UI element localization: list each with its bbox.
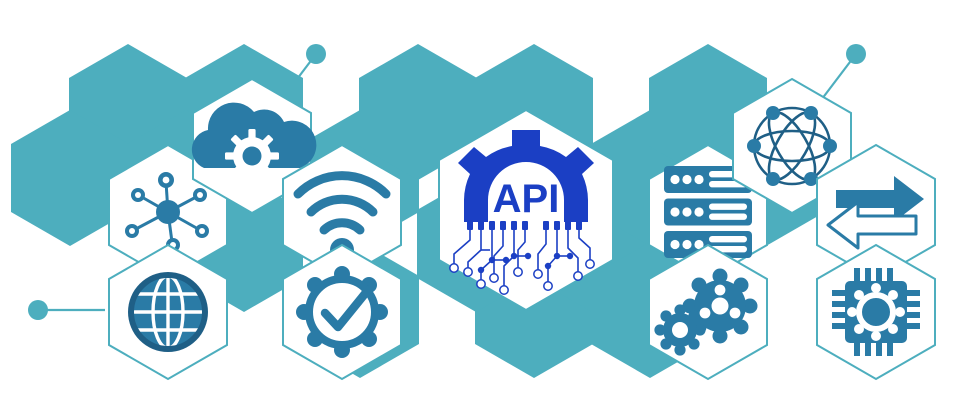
gears-icon [654,268,758,356]
microchip-icon [832,268,920,356]
bg-hex [11,110,129,246]
api-circuit-traces [449,221,595,295]
hex-tile-api-center[interactable]: API [438,108,614,312]
gear-check-icon [296,266,388,358]
globe-icon [128,272,208,352]
bg-hex [359,44,477,180]
api-gear-shape: API [458,130,594,222]
atom-network-icon [747,106,837,186]
hex-tile-exchange-arrows[interactable] [816,143,936,281]
hex-tile-microchip[interactable] [816,243,936,381]
hex-tile-gears[interactable] [648,243,768,381]
connector-dot-top-right [846,44,866,64]
api-label: API [493,177,560,221]
hex-tile-globe[interactable] [108,243,228,381]
icon-hexagons [108,77,936,381]
exchange-arrows-icon [826,176,924,250]
connector-dot-top-left [306,44,326,64]
hex-tile-gear-check[interactable] [282,243,402,381]
connector-dot-bottom-left [28,300,48,320]
network-hub-icon [125,172,209,252]
cloud-gear-icon [191,102,317,183]
hex-tile-cloud-gear[interactable] [191,77,317,215]
